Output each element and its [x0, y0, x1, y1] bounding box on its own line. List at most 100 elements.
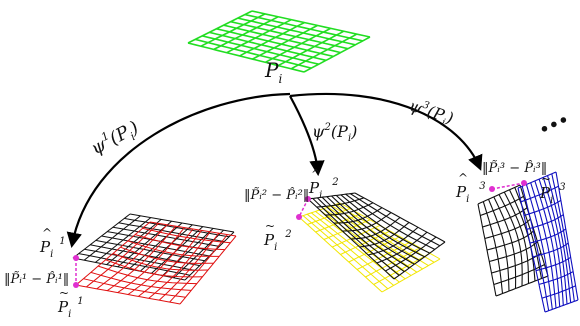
p3a-gridline	[484, 218, 531, 240]
top-gridline	[264, 27, 332, 64]
p3b-gridline	[542, 177, 568, 305]
p3b-gridline	[523, 199, 562, 217]
panel3-tilde-label: Pi3	[539, 182, 566, 206]
top-gridline	[244, 13, 363, 42]
panel1-tilde-mark: ~	[59, 286, 69, 300]
p1b-gridline	[106, 225, 177, 292]
top-gridline	[252, 24, 318, 60]
p3a-gridline	[493, 264, 545, 286]
p2a-gridline	[359, 221, 410, 248]
error-markers	[73, 180, 527, 288]
p1b-gridline	[148, 231, 211, 299]
p1a-gridline	[106, 219, 162, 265]
panel3-hat-mark: ^	[458, 171, 468, 185]
top-gridline	[290, 33, 358, 70]
p3b-gridline	[555, 171, 579, 301]
p2a-gridline	[385, 236, 437, 272]
top-gridline	[230, 20, 349, 50]
panel1-tilde-label: Pi1	[57, 296, 84, 320]
p3b-gridline	[544, 299, 579, 313]
p3b-gridline	[541, 285, 576, 299]
arrow-psi1	[66, 92, 291, 249]
p3b-gridline	[534, 180, 561, 307]
p2a-gridline	[307, 192, 356, 200]
p3a-gridline	[482, 207, 528, 228]
template-label: Pi	[264, 58, 282, 86]
p2a-gridline	[316, 197, 365, 208]
p1b-gridline	[138, 230, 203, 297]
p3b-gridline	[517, 187, 546, 313]
panel2-hat-mark: ^	[311, 167, 321, 181]
p3b-gridline	[520, 185, 559, 203]
panel3-tilde-mark: ~	[541, 172, 551, 186]
psi1-label: ψ1(Pi)	[87, 115, 144, 162]
panel1-predicted-grid	[72, 213, 235, 281]
panel3-hat-point	[489, 186, 495, 192]
p3b-gridline	[525, 184, 553, 310]
p3b-gridline	[521, 186, 550, 311]
top-gridline	[187, 42, 305, 73]
p1b-gridline	[158, 232, 220, 301]
top-gridline	[303, 36, 371, 73]
p1b-gridline	[117, 227, 185, 294]
p3b-gridline	[526, 214, 564, 230]
panel2-error-line	[298, 198, 309, 218]
p1a-gridline	[72, 213, 131, 259]
p3b-gridline	[530, 182, 557, 309]
panel3-error-line	[491, 182, 525, 190]
p2b-gridline	[332, 224, 381, 248]
p2b-gridline	[381, 258, 441, 293]
panel2-norm-label: ‖P̃ᵢ² − P̂ᵢ²‖	[244, 187, 309, 203]
p2a-gridline	[342, 212, 392, 232]
p3a-gridline	[489, 241, 538, 263]
top-gridline	[239, 21, 305, 57]
top-gridline	[226, 18, 292, 54]
p2b-gridline	[365, 247, 421, 278]
p3b-gridline	[538, 178, 564, 306]
p2b-gridline	[340, 230, 391, 255]
top-gridline	[213, 16, 279, 51]
panel1-tilde-point	[73, 282, 79, 288]
p2a-gridline	[325, 202, 374, 216]
top-gridline	[251, 10, 371, 38]
p3b-gridline	[535, 256, 571, 272]
p1b-gridline	[127, 228, 194, 295]
p3a-gridline	[480, 195, 524, 217]
psi3-label: ψ3(Pi)	[406, 96, 456, 131]
p2a-gridline	[333, 207, 383, 224]
arrow-psi3	[289, 92, 483, 171]
p2b-gridline	[373, 252, 431, 285]
p3a-gridline	[486, 230, 535, 251]
panel2-hat-label: Pi2	[308, 177, 339, 201]
top-gridline	[216, 28, 334, 58]
panel2-tilde-label: Pi2	[263, 229, 292, 253]
panel3-target-grid	[517, 171, 579, 313]
p1b-gridline	[169, 234, 228, 303]
panel3-tilde-point	[521, 180, 527, 186]
p3a-gridline	[477, 184, 521, 205]
panel2-tilde-point	[296, 214, 302, 220]
panel1-hat-label: Pi1	[39, 236, 66, 260]
p1a-gridline	[128, 222, 183, 270]
ellipsis: ...	[529, 95, 572, 140]
top-gridline	[200, 13, 266, 47]
p1a-gridline	[83, 215, 141, 261]
p1a-gridline	[117, 220, 172, 268]
p3b-gridline	[529, 228, 567, 244]
p2b-gridline	[307, 208, 351, 225]
p3b-gridline	[538, 271, 574, 285]
panel2-predicted-grid	[307, 192, 446, 280]
p2a-gridline	[393, 241, 446, 280]
panel1-norm-label: ‖P̃ᵢ¹ − P̂ᵢ¹‖	[4, 271, 69, 287]
top-gridline	[237, 17, 356, 46]
p1a-gridline	[139, 224, 193, 272]
psi2-label: ψ2(Pi)	[312, 122, 357, 144]
panel3-norm-label: ‖P̃ᵢ³ − P̂ᵢ³‖	[482, 160, 547, 176]
top-gridline	[187, 10, 253, 44]
p2b-gridline	[323, 219, 371, 240]
panel3-hat-label: Pi3	[455, 181, 486, 205]
p1b-gridline	[179, 235, 237, 305]
p2a-gridline	[376, 231, 428, 264]
p1b-gridline	[96, 224, 168, 290]
